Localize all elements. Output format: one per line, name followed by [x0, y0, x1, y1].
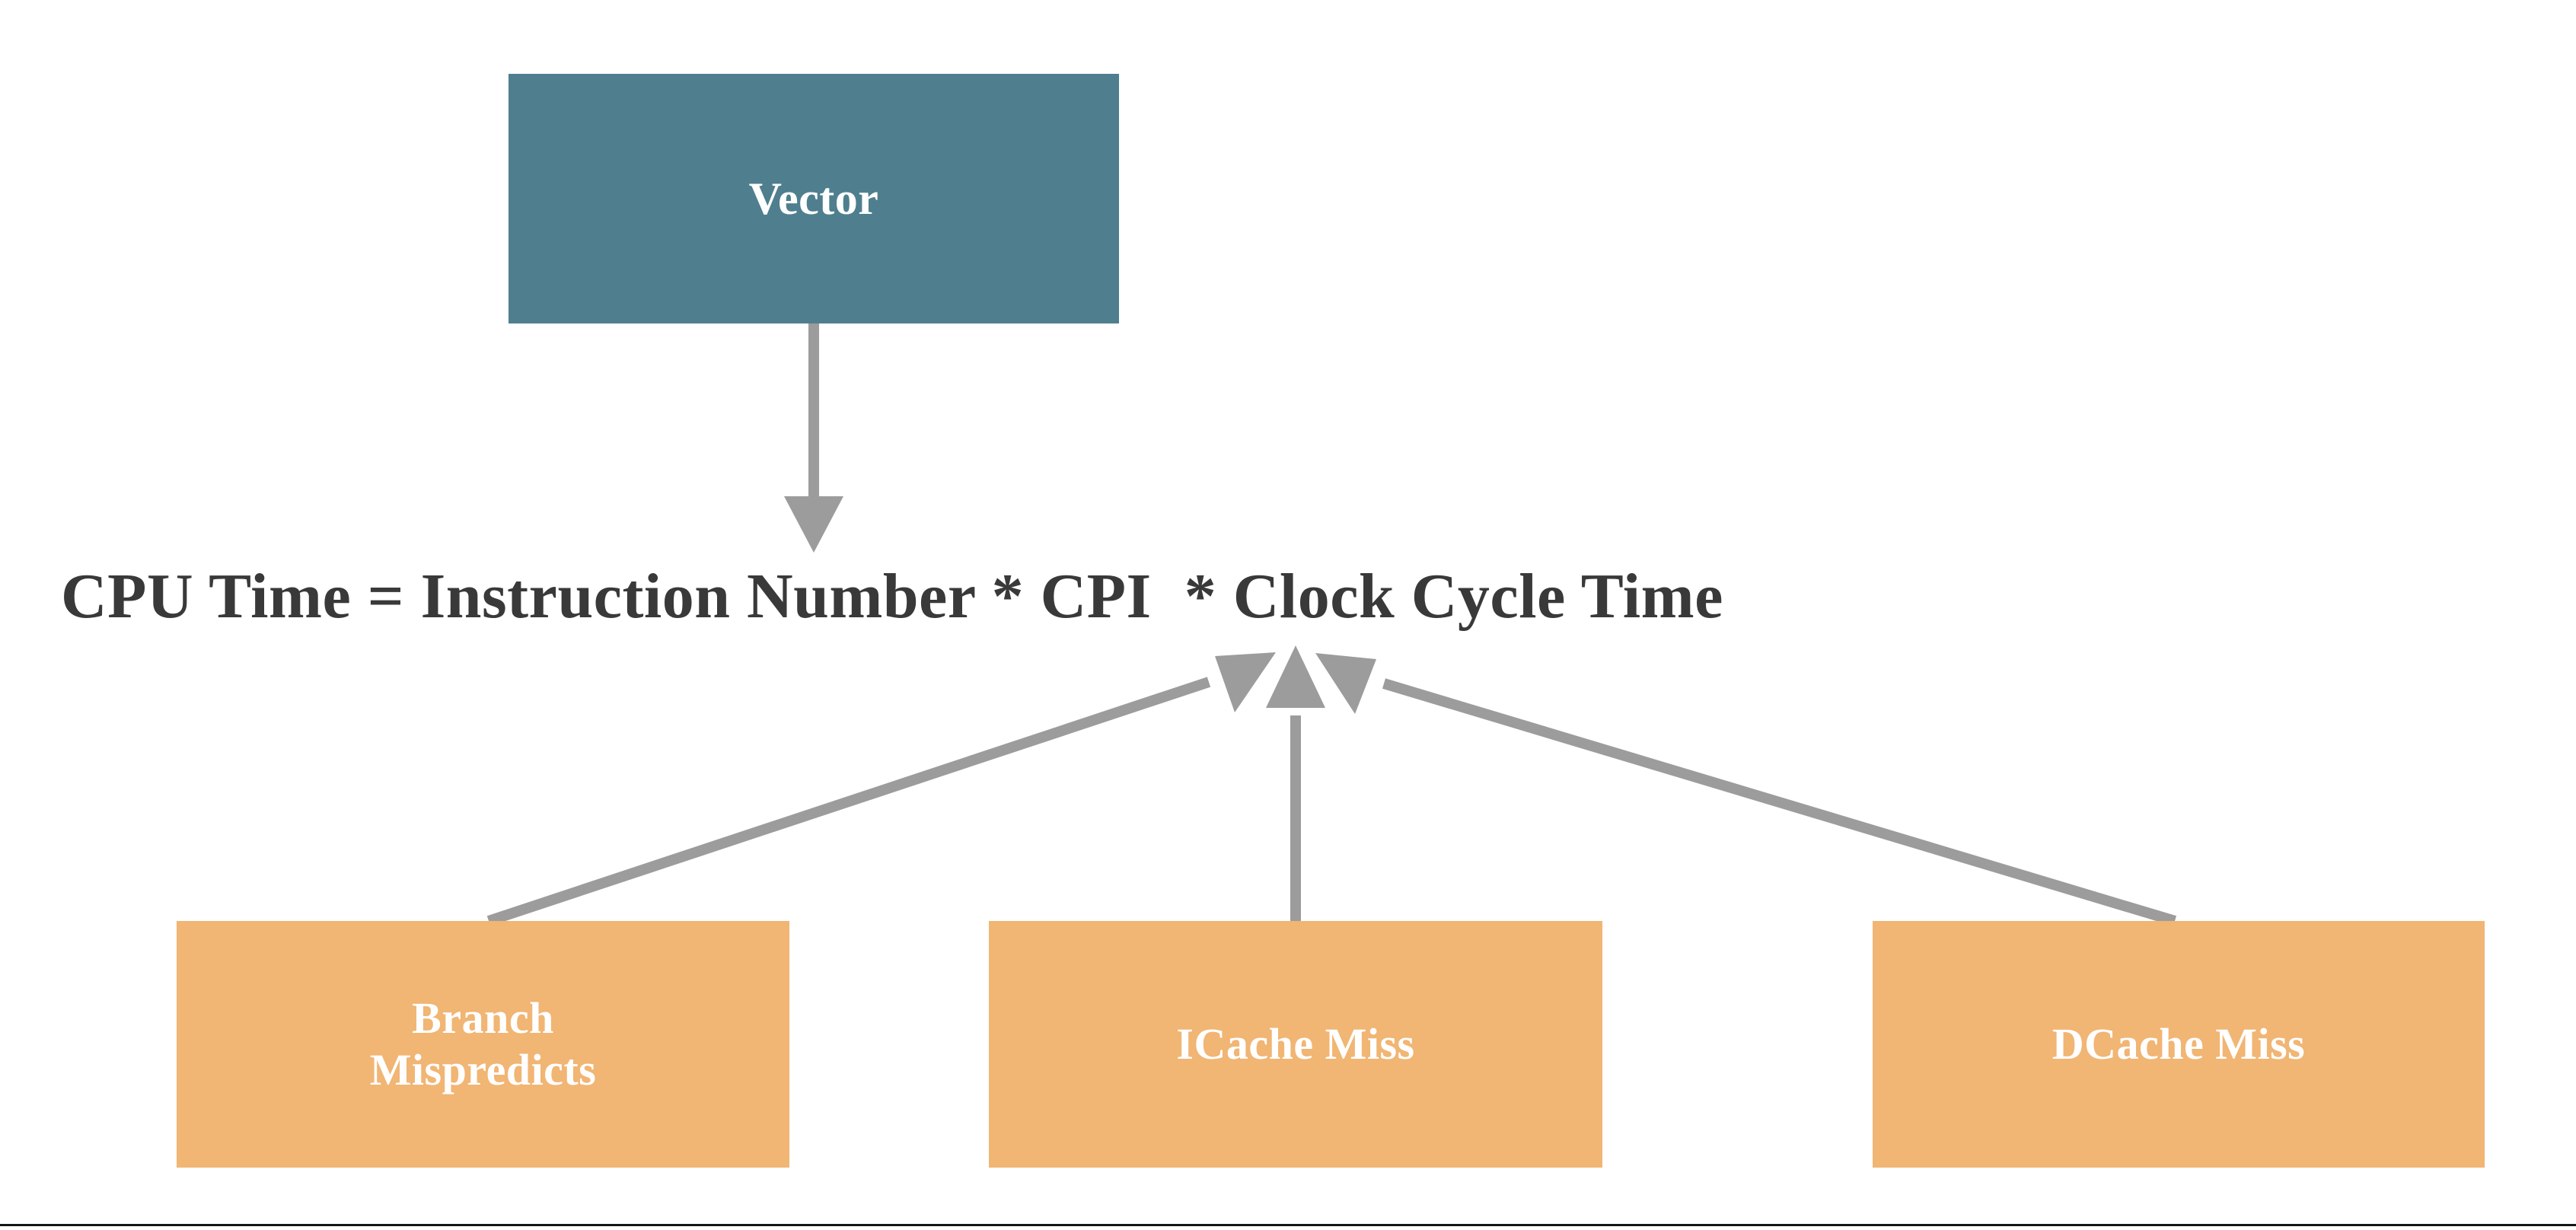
node-branch-mispredicts-label: Branch Mispredicts [369, 993, 597, 1095]
node-vector[interactable]: Vector [509, 74, 1119, 323]
arrow-up-icon [1266, 645, 1325, 921]
arrow-down-icon [784, 323, 843, 553]
node-dcache-miss-label: DCache Miss [2052, 1018, 2306, 1069]
arrow-up-right-icon [1315, 653, 2177, 926]
bottom-rule [0, 1224, 2576, 1226]
arrow-up-left-icon [486, 652, 1276, 926]
cpu-time-equation: CPU Time = Instruction Number * CPI * Cl… [61, 560, 1723, 632]
node-branch-mispredicts[interactable]: Branch Mispredicts [177, 921, 789, 1168]
node-dcache-miss[interactable]: DCache Miss [1873, 921, 2485, 1168]
node-icache-miss-label: ICache Miss [1176, 1018, 1415, 1069]
node-icache-miss[interactable]: ICache Miss [989, 921, 1602, 1168]
node-vector-label: Vector [748, 173, 879, 224]
